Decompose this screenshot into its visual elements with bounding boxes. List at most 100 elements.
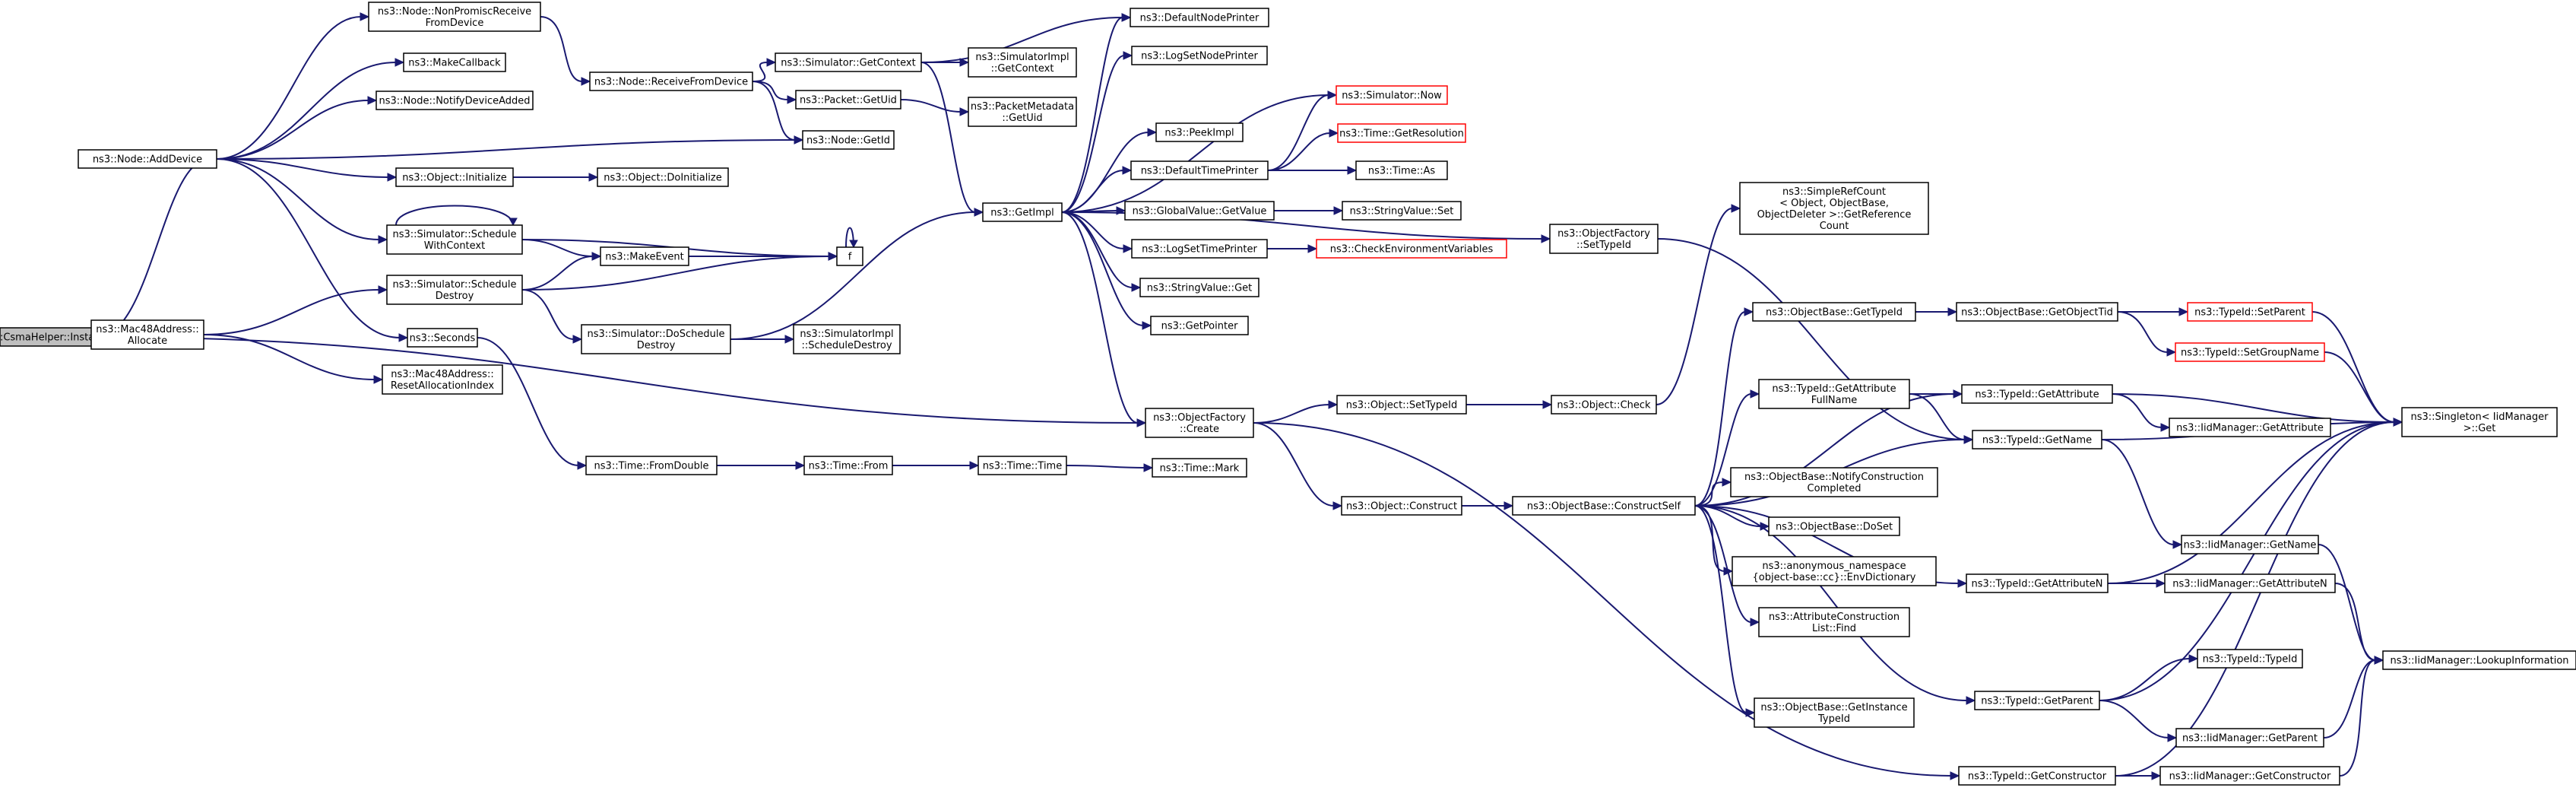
- node-iidGetAttr[interactable]: ns3::IidManager::GetAttribute: [2169, 418, 2331, 437]
- node-defTimePrinter[interactable]: ns3::DefaultTimePrinter: [1130, 160, 1269, 180]
- node-resetAlloc[interactable]: ns3::Mac48Address::ResetAllocationIndex: [382, 364, 503, 395]
- node-tidSetGroup[interactable]: ns3::TypeId::SetGroupName: [2175, 342, 2325, 362]
- node-f[interactable]: f: [836, 246, 863, 266]
- node-strValGet-label-0: ns3::StringValue::Get: [1147, 283, 1252, 294]
- node-gvGetValue[interactable]: ns3::GlobalValue::GetValue: [1124, 201, 1275, 221]
- node-seconds[interactable]: ns3::Seconds: [407, 328, 478, 348]
- node-envDict-box: [1732, 556, 1937, 586]
- node-doInit[interactable]: ns3::Object::DoInitialize: [597, 167, 729, 187]
- node-iidGetConstructor[interactable]: ns3::IidManager::GetConstructor: [2159, 766, 2340, 786]
- node-peekImpl-box: [1155, 122, 1244, 142]
- edge-recvFromDev-to-nodeGetId: [752, 81, 796, 141]
- node-obGetTypeId[interactable]: ns3::ObjectBase::GetTypeId: [1752, 302, 1916, 322]
- node-makeCallback[interactable]: ns3::MakeCallback: [403, 52, 506, 72]
- node-timeAs[interactable]: ns3::Time::As: [1355, 160, 1448, 180]
- node-getContext[interactable]: ns3::Simulator::GetContext: [775, 52, 922, 72]
- node-refCount-label-3: Count: [1820, 221, 1849, 232]
- node-tidGetName[interactable]: ns3::TypeId::GetName: [1972, 430, 2102, 450]
- node-packetGetUid[interactable]: ns3::Packet::GetUid: [795, 90, 901, 110]
- node-logSetNodePrinter[interactable]: ns3::LogSetNodePrinter: [1131, 46, 1268, 65]
- edge-addDevice-to-schedCtx-arrowhead: [378, 235, 388, 244]
- edge-recvFromDev-to-packetGetUid-arrowhead: [787, 95, 797, 104]
- node-schedDestroy-label-0: ns3::Simulator::Schedule: [392, 279, 516, 291]
- edge-schedDestroy-to-f: [521, 256, 830, 291]
- node-implSchedDestroy[interactable]: ns3::SimulatorImpl::ScheduleDestroy: [793, 324, 901, 354]
- edge-iidGetParent-to-iidLookup: [2323, 659, 2376, 739]
- node-tidGetAttr[interactable]: ns3::TypeId::GetAttribute: [1961, 384, 2113, 404]
- node-ofSetTypeId[interactable]: ns3::ObjectFactory::SetTypeId: [1549, 224, 1659, 254]
- node-obGetObjectTid[interactable]: ns3::ObjectBase::GetObjectTid: [1956, 302, 2118, 322]
- node-objCheck[interactable]: ns3::Object::Check: [1551, 395, 1657, 415]
- node-makeEvent[interactable]: ns3::MakeEvent: [600, 246, 689, 266]
- node-refCount[interactable]: ns3::SimpleRefCount< Object, ObjectBase,…: [1739, 182, 1929, 235]
- node-simNow[interactable]: ns3::Simulator::Now: [1336, 85, 1448, 105]
- node-mac48Alloc[interactable]: ns3::Mac48Address::Allocate: [90, 319, 204, 350]
- edge-ofCreate-to-objSetTypeId: [1253, 404, 1330, 424]
- node-envDict[interactable]: ns3::anonymous_namespace{object-base::cc…: [1732, 556, 1937, 586]
- node-notifyConstr[interactable]: ns3::ObjectBase::NotifyConstructionCompl…: [1730, 467, 1938, 497]
- node-getResolution[interactable]: ns3::Time::GetResolution: [1337, 123, 1466, 143]
- node-tidGetAttrN[interactable]: ns3::TypeId::GetAttributeN: [1966, 573, 2109, 593]
- node-iidGetName[interactable]: ns3::IidManager::GetName: [2181, 535, 2319, 554]
- edge-makeEvent-to-f-arrowhead: [828, 252, 838, 261]
- node-tidGetParent[interactable]: ns3::TypeId::GetParent: [1974, 691, 2100, 710]
- node-objSetTypeId[interactable]: ns3::Object::SetTypeId: [1336, 395, 1467, 415]
- node-iidGetParent[interactable]: ns3::IidManager::GetParent: [2175, 728, 2324, 748]
- node-timeFrom[interactable]: ns3::Time::From: [803, 456, 893, 475]
- node-strValGet-box: [1139, 278, 1259, 297]
- node-logSetTimePrinter[interactable]: ns3::LogSetTimePrinter: [1131, 239, 1268, 259]
- node-iidGetAttrN-box: [2164, 573, 2336, 593]
- node-tidGetConstructor[interactable]: ns3::TypeId::GetConstructor: [1958, 766, 2116, 786]
- node-fromDouble[interactable]: ns3::Time::FromDouble: [585, 456, 718, 475]
- node-getPointer-label-0: ns3::GetPointer: [1161, 321, 1238, 332]
- node-strValGet[interactable]: ns3::StringValue::Get: [1139, 278, 1259, 297]
- node-getImpl[interactable]: ns3::GetImpl: [982, 202, 1063, 222]
- node-pktMetaUid[interactable]: ns3::PacketMetadata::GetUid: [968, 97, 1077, 127]
- node-iidGetName-label-0: ns3::IidManager::GetName: [2184, 540, 2317, 551]
- node-singletonGet[interactable]: ns3::Singleton< IidManager>::Get: [2401, 407, 2558, 437]
- node-timeFrom-label-0: ns3::Time::From: [809, 461, 889, 472]
- node-obDoSet[interactable]: ns3::ObjectBase::DoSet: [1768, 516, 1900, 536]
- edge-ofCreate-to-tidGetConstructor-arrowhead: [1950, 771, 1960, 780]
- node-implGetCtx[interactable]: ns3::SimulatorImpl::GetContext: [968, 47, 1077, 78]
- node-iidGetAttrN[interactable]: ns3::IidManager::GetAttributeN: [2164, 573, 2336, 593]
- node-tidTypeId[interactable]: ns3::TypeId::TypeId: [2197, 649, 2303, 669]
- node-iidGetParent-box: [2175, 728, 2324, 748]
- node-addDevice-label-0: ns3::Node::AddDevice: [93, 154, 202, 166]
- node-tidSetParent[interactable]: ns3::TypeId::SetParent: [2187, 302, 2313, 322]
- edge-addDevice-to-notifyDev: [216, 100, 369, 160]
- node-objConstruct[interactable]: ns3::Object::Construct: [1341, 496, 1462, 516]
- node-constructSelf[interactable]: ns3::ObjectBase::ConstructSelf: [1512, 496, 1696, 516]
- node-defNodePrinter[interactable]: ns3::DefaultNodePrinter: [1130, 8, 1269, 27]
- node-nodeGetId[interactable]: ns3::Node::GetId: [802, 130, 895, 150]
- node-ofCreate[interactable]: ns3::ObjectFactory::Create: [1145, 408, 1254, 438]
- node-notifyDev[interactable]: ns3::Node::NotifyDeviceAdded: [375, 91, 534, 110]
- node-timeAs-box: [1355, 160, 1448, 180]
- node-gvGetValue-box: [1124, 201, 1275, 221]
- edge-constructSelf-to-obGetInstTid-arrowhead: [1745, 708, 1756, 717]
- node-notifyConstr-label-0: ns3::ObjectBase::NotifyConstruction: [1744, 472, 1924, 483]
- node-install[interactable]: ns3::CsmaHelper::InstallPriv: [0, 327, 119, 347]
- node-objCheck-label-0: ns3::Object::Check: [1557, 400, 1651, 411]
- edge-addDevice-to-seconds: [216, 158, 401, 338]
- node-timeTime[interactable]: ns3::Time::Time: [977, 456, 1067, 475]
- node-iidGetConstructor-label-0: ns3::IidManager::GetConstructor: [2169, 771, 2331, 783]
- node-strValSet[interactable]: ns3::StringValue::Set: [1342, 201, 1462, 221]
- edge-timeFrom-to-timeTime-arrowhead: [969, 461, 980, 470]
- node-objInit[interactable]: ns3::Object::Initialize: [395, 167, 514, 187]
- node-timeMark[interactable]: ns3::Time::Mark: [1152, 458, 1247, 478]
- node-checkEnv[interactable]: ns3::CheckEnvironmentVariables: [1316, 239, 1507, 259]
- node-addDevice[interactable]: ns3::Node::AddDevice: [78, 149, 217, 169]
- node-getPointer[interactable]: ns3::GetPointer: [1150, 316, 1249, 335]
- node-peekImpl[interactable]: ns3::PeekImpl: [1155, 122, 1244, 142]
- node-iidLookup[interactable]: ns3::IidManager::LookupInformation: [2382, 650, 2576, 670]
- node-schedDestroy[interactable]: ns3::Simulator::ScheduleDestroy: [386, 275, 523, 305]
- node-timeTime-label-0: ns3::Time::Time: [983, 461, 1062, 472]
- node-recvFromDev[interactable]: ns3::Node::ReceiveFromDevice: [589, 71, 753, 91]
